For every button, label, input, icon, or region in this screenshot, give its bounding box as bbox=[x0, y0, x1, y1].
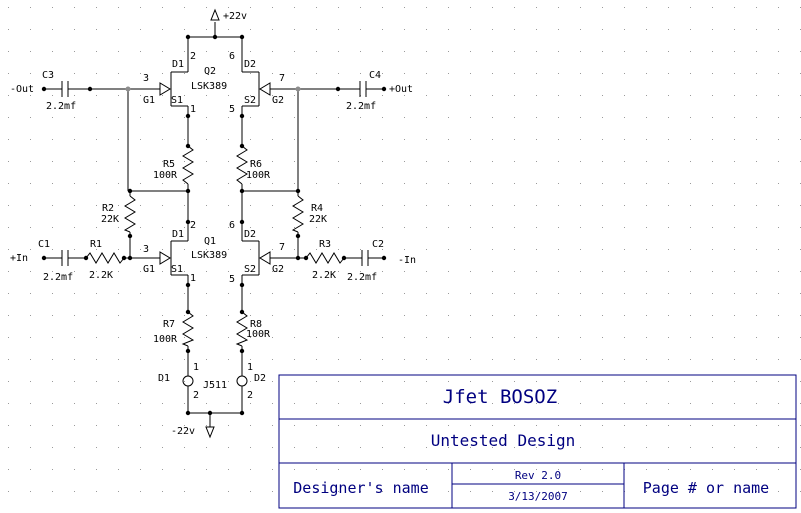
q1-d2-label: D2 bbox=[244, 229, 256, 240]
jfet-q2 bbox=[159, 71, 271, 107]
title-block-subtitle: Untested Design bbox=[431, 431, 576, 450]
diode-part: J511 bbox=[203, 380, 227, 391]
title-block-designer: Designer's name bbox=[293, 479, 428, 497]
d1-label: D1 bbox=[158, 373, 170, 384]
q2-d2-label: D2 bbox=[244, 59, 256, 70]
title-block-title: Jfet BOSOZ bbox=[443, 386, 557, 408]
capacitor-c1 bbox=[61, 250, 69, 266]
c2-ref: C2 bbox=[372, 239, 384, 250]
junction-dots bbox=[41, 34, 387, 416]
q1-pin-s1: 1 bbox=[190, 273, 196, 284]
current-diode-d1 bbox=[182, 375, 194, 387]
d2-pin1: 1 bbox=[247, 362, 253, 373]
r5-ref: R5 bbox=[163, 159, 175, 170]
q2-pin-d2: 6 bbox=[229, 51, 235, 62]
resistor-r3 bbox=[305, 252, 345, 264]
port-out-plus: +Out bbox=[389, 84, 413, 95]
jfet-q1 bbox=[159, 225, 271, 276]
resistor-r7 bbox=[181, 311, 195, 347]
resistor-r4 bbox=[291, 195, 304, 233]
port-in-minus: -In bbox=[398, 255, 416, 266]
r7-value: 100R bbox=[153, 334, 178, 345]
q2-ref: Q2 bbox=[204, 66, 216, 77]
wiring bbox=[44, 22, 384, 427]
current-diode-d2 bbox=[236, 375, 248, 387]
c4-value: 2.2mf bbox=[346, 101, 376, 112]
resistor-r8 bbox=[235, 311, 249, 347]
q1-s2-label: S2 bbox=[244, 264, 256, 275]
q2-pin-g1: 3 bbox=[143, 73, 149, 84]
q1-g1-label: G1 bbox=[143, 264, 155, 275]
port-out-minus: -Out bbox=[10, 84, 34, 95]
r3-value: 2.2K bbox=[312, 270, 336, 281]
capacitor-c4 bbox=[359, 81, 367, 97]
resistor-r5 bbox=[182, 145, 194, 185]
port-in-plus: +In bbox=[10, 253, 28, 264]
q1-pin-d2: 6 bbox=[229, 220, 235, 231]
title-block-frame bbox=[278, 374, 797, 509]
r1-ref: R1 bbox=[90, 239, 102, 250]
resistor-r2 bbox=[123, 195, 136, 233]
title-block-date: 3/13/2007 bbox=[508, 490, 568, 503]
q2-s1-label: S1 bbox=[171, 95, 183, 106]
c3-ref: C3 bbox=[42, 70, 54, 81]
r5-value: 100R bbox=[153, 170, 178, 181]
r3-ref: R3 bbox=[319, 239, 331, 250]
r2-value: 22K bbox=[101, 214, 119, 225]
c4-ref: C4 bbox=[369, 70, 381, 81]
q2-pin-g2: 7 bbox=[279, 73, 285, 84]
q2-g2-label: G2 bbox=[272, 95, 284, 106]
q2-pin-s2: 5 bbox=[229, 104, 235, 115]
r6-ref: R6 bbox=[250, 159, 262, 170]
c3-value: 2.2mf bbox=[46, 101, 76, 112]
r4-ref: R4 bbox=[311, 203, 323, 214]
pos-supply-label: +22v bbox=[223, 11, 247, 22]
pos-supply-symbol: +22v bbox=[210, 8, 247, 22]
q2-pin-s1: 1 bbox=[190, 104, 196, 115]
r6-value: 100R bbox=[246, 170, 271, 181]
r4-value: 22K bbox=[309, 214, 327, 225]
c1-value: 2.2mf bbox=[43, 272, 73, 283]
resistor-r6 bbox=[236, 145, 248, 185]
q2-part: LSK389 bbox=[191, 81, 227, 92]
d2-label: D2 bbox=[254, 373, 266, 384]
q1-g2-label: G2 bbox=[272, 264, 284, 275]
c1-ref: C1 bbox=[38, 239, 50, 250]
capacitor-c3 bbox=[61, 81, 69, 97]
d2-pin2: 2 bbox=[247, 390, 253, 401]
r7-ref: R7 bbox=[163, 319, 175, 330]
q1-pin-g2: 7 bbox=[279, 242, 285, 253]
open-nodes bbox=[125, 86, 301, 92]
q1-pin-s2: 5 bbox=[229, 274, 235, 285]
q2-d1-label: D1 bbox=[172, 59, 184, 70]
q1-pin-g1: 3 bbox=[143, 244, 149, 255]
q1-pin-d1: 2 bbox=[190, 220, 196, 231]
r8-ref: R8 bbox=[250, 319, 262, 330]
r1-value: 2.2K bbox=[89, 270, 113, 281]
capacitor-c2 bbox=[361, 250, 369, 266]
resistor-r1 bbox=[85, 252, 125, 264]
q1-ref: Q1 bbox=[204, 236, 216, 247]
q2-pin-d1: 2 bbox=[190, 51, 196, 62]
q1-s1-label: S1 bbox=[171, 264, 183, 275]
title-block-revision: Rev 2.0 bbox=[515, 469, 561, 482]
q1-part: LSK389 bbox=[191, 250, 227, 261]
neg-supply-label: -22v bbox=[171, 426, 195, 437]
neg-supply-symbol: -22v bbox=[171, 426, 215, 439]
c2-value: 2.2mf bbox=[347, 272, 377, 283]
d1-pin2: 2 bbox=[193, 390, 199, 401]
r8-value: 100R bbox=[246, 329, 271, 340]
title-block-page: Page # or name bbox=[643, 479, 769, 497]
r2-ref: R2 bbox=[102, 203, 114, 214]
q1-d1-label: D1 bbox=[172, 229, 184, 240]
q2-g1-label: G1 bbox=[143, 95, 155, 106]
q2-s2-label: S2 bbox=[244, 95, 256, 106]
d1-pin1: 1 bbox=[193, 362, 199, 373]
